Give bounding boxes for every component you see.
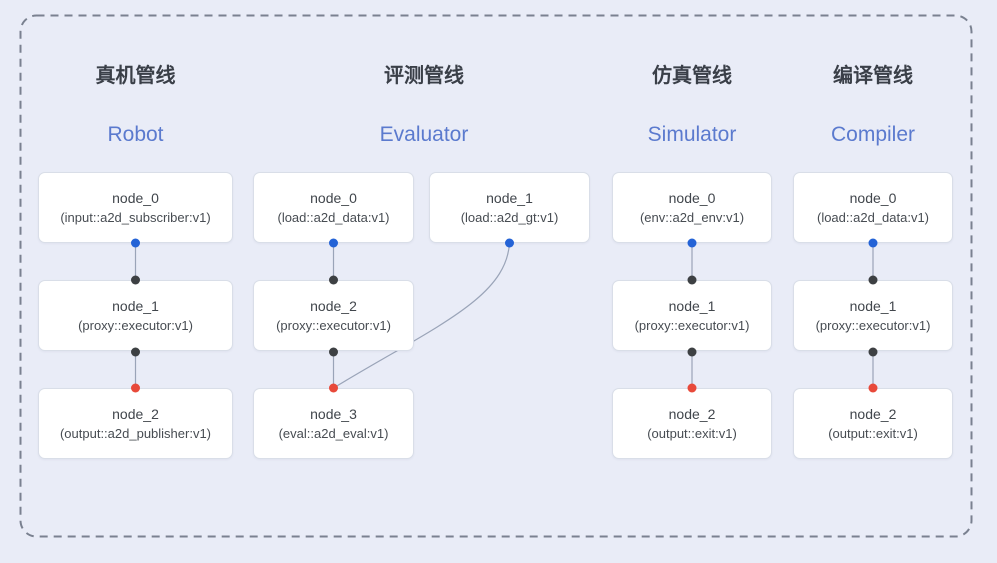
node-type: (output::exit:v1)	[828, 426, 918, 441]
node-name: node_1	[668, 298, 716, 314]
node-name: node_2	[849, 406, 897, 422]
pipeline-title-zh-evaluator: 评测管线	[384, 65, 464, 87]
node-type: (load::a2d_data:v1)	[277, 210, 390, 225]
node-robot-0: node_0 (input::a2d_subscriber:v1)	[38, 172, 233, 243]
node-evaluator-3: node_3 (eval::a2d_eval:v1)	[253, 388, 414, 459]
node-name: node_0	[112, 190, 159, 206]
node-type: (proxy::executor:v1)	[815, 318, 931, 333]
node-name: node_2	[310, 298, 357, 314]
pipeline-title-en-evaluator: Evaluator	[379, 123, 469, 146]
pipeline-title-en-simulator: Simulator	[647, 123, 737, 146]
pipeline-title-zh-robot: 真机管线	[95, 65, 176, 87]
node-name: node_0	[668, 190, 716, 206]
node-simulator-0: node_0 (env::a2d_env:v1)	[612, 172, 772, 243]
node-name: node_1	[486, 190, 533, 206]
node-type: (proxy::executor:v1)	[78, 318, 193, 333]
node-robot-1: node_1 (proxy::executor:v1)	[38, 280, 233, 351]
node-type: (env::a2d_env:v1)	[639, 210, 745, 225]
node-compiler-2: node_2 (output::exit:v1)	[793, 388, 953, 459]
node-type: (proxy::executor:v1)	[634, 318, 750, 333]
node-name: node_0	[849, 190, 897, 206]
node-simulator-2: node_2 (output::exit:v1)	[612, 388, 772, 459]
node-evaluator-1: node_1 (load::a2d_gt:v1)	[429, 172, 590, 243]
pipeline-title-en-compiler: Compiler	[830, 123, 916, 146]
pipeline-title-en-robot: Robot	[107, 123, 164, 146]
node-compiler-1: node_1 (proxy::executor:v1)	[793, 280, 953, 351]
node-name: node_3	[310, 406, 357, 422]
node-type: (proxy::executor:v1)	[276, 318, 391, 333]
node-type: (load::a2d_gt:v1)	[460, 210, 559, 225]
pipeline-title-zh-compiler: 编译管线	[833, 65, 913, 87]
node-simulator-1: node_1 (proxy::executor:v1)	[612, 280, 772, 351]
node-type: (output::a2d_publisher:v1)	[59, 426, 212, 441]
node-name: node_2	[668, 406, 716, 422]
node-evaluator-2: node_2 (proxy::executor:v1)	[253, 280, 414, 351]
node-evaluator-0: node_0 (load::a2d_data:v1)	[253, 172, 414, 243]
node-name: node_0	[310, 190, 357, 206]
node-type: (input::a2d_subscriber:v1)	[60, 210, 211, 225]
node-robot-2: node_2 (output::a2d_publisher:v1)	[38, 388, 233, 459]
node-type: (load::a2d_data:v1)	[816, 210, 930, 225]
node-name: node_2	[112, 406, 159, 422]
node-type: (output::exit:v1)	[647, 426, 737, 441]
node-type: (eval::a2d_eval:v1)	[278, 426, 389, 441]
node-name: node_1	[112, 298, 159, 314]
pipeline-title-zh-simulator: 仿真管线	[652, 65, 732, 87]
node-compiler-0: node_0 (load::a2d_data:v1)	[793, 172, 953, 243]
node-name: node_1	[849, 298, 897, 314]
